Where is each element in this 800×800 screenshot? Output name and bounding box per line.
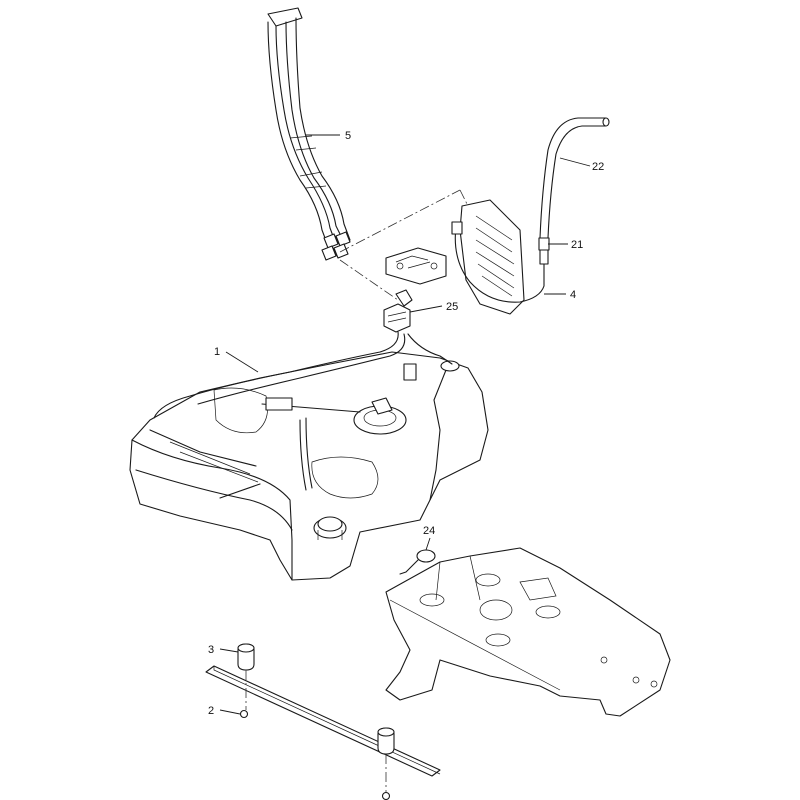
callout-2: 2 bbox=[208, 705, 241, 717]
callout-label-24: 24 bbox=[423, 525, 435, 537]
vent-hose-part-22 bbox=[539, 117, 610, 239]
callout-22: 22 bbox=[559, 157, 604, 173]
fuel-tank-part-1 bbox=[129, 331, 489, 581]
callout-label-22: 22 bbox=[592, 161, 604, 173]
nut-part-2-right bbox=[381, 754, 391, 800]
valve-connector-part-25 bbox=[383, 289, 413, 333]
alignment-lines bbox=[339, 189, 471, 301]
filler-neck-hose-part-5 bbox=[267, 7, 351, 261]
callout-4: 4 bbox=[544, 289, 576, 301]
mounting-bracket bbox=[385, 247, 447, 285]
callout-5: 5 bbox=[306, 130, 351, 142]
callout-label-2: 2 bbox=[208, 705, 214, 717]
callout-24: 24 bbox=[423, 525, 435, 551]
nut-part-2-left bbox=[239, 670, 249, 719]
callout-label-25: 25 bbox=[446, 301, 458, 313]
callout-1: 1 bbox=[214, 346, 259, 373]
bumper-part-3-right bbox=[377, 727, 395, 755]
callout-label-5: 5 bbox=[345, 130, 351, 142]
callout-label-4: 4 bbox=[570, 289, 576, 301]
fuel-filter-housing-part-4 bbox=[451, 199, 545, 315]
callout-label-21: 21 bbox=[571, 239, 583, 251]
callout-label-3: 3 bbox=[208, 644, 214, 656]
callout-21: 21 bbox=[548, 239, 583, 251]
callout-label-1: 1 bbox=[214, 346, 220, 358]
guard-plate bbox=[385, 547, 671, 717]
callout-25: 25 bbox=[409, 301, 458, 313]
callout-3: 3 bbox=[208, 644, 239, 656]
bumper-part-3-left bbox=[237, 643, 255, 671]
hose-fitting-part-21 bbox=[538, 237, 550, 265]
